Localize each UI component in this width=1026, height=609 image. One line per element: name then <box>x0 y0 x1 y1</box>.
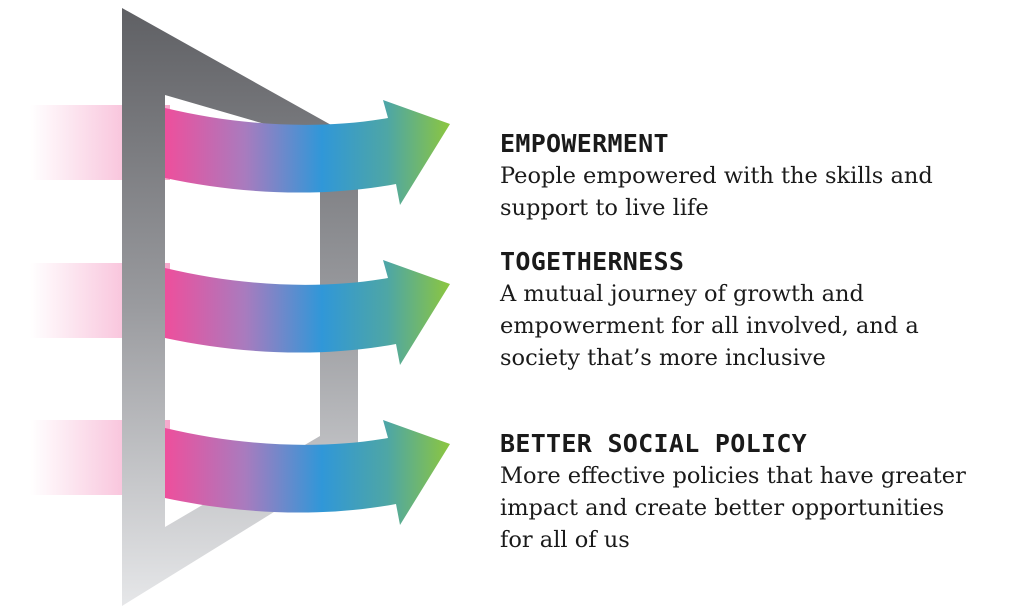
arrow-empowerment <box>165 100 450 205</box>
better-social-policy-description: More effective policies that have greate… <box>500 463 966 553</box>
empowerment-heading: EMPOWERMENT <box>500 129 669 158</box>
arrow-social-policy <box>165 420 450 525</box>
arrow-togetherness <box>165 260 450 365</box>
better-social-policy-heading: BETTER SOCIAL POLICY <box>500 429 808 458</box>
item-empowerment: EMPOWERMENT People empowered with the sk… <box>500 128 1020 224</box>
togetherness-heading: TOGETHERNESS <box>500 247 685 276</box>
togetherness-description: A mutual journey of growth and empowerme… <box>500 281 919 371</box>
empowerment-description: People empowered with the skills and sup… <box>500 163 933 221</box>
item-togetherness: TOGETHERNESS A mutual journey of growth … <box>500 246 1020 374</box>
item-better-social-policy: BETTER SOCIAL POLICY More effective poli… <box>500 428 1020 556</box>
